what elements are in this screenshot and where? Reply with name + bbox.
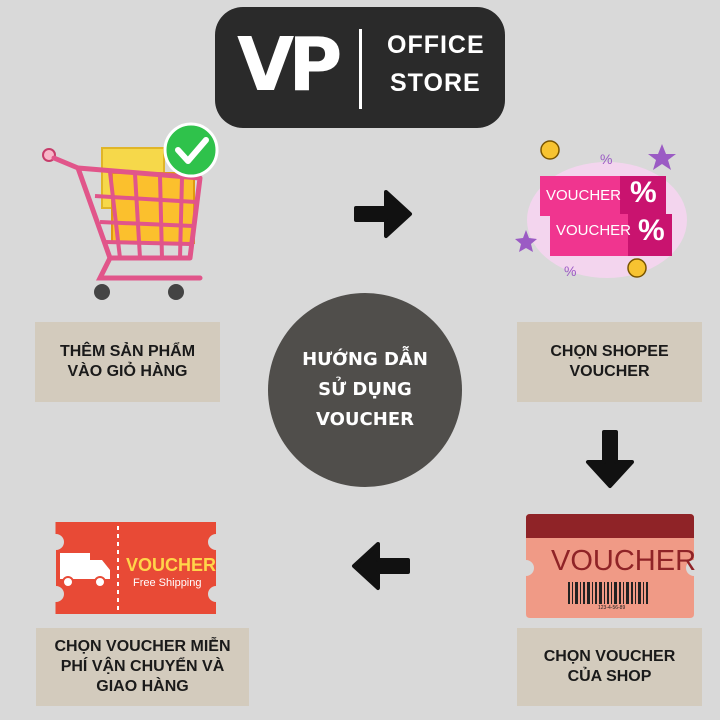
store-logo: VP OFFICE STORE [215, 7, 505, 128]
svg-text:%: % [600, 151, 612, 167]
barcode-number: 123-4-56-89 [598, 605, 626, 611]
logo-divider [359, 29, 362, 109]
guide-title-line-2: SỬ DỤNG [318, 379, 412, 400]
percent-symbol-1: % [630, 176, 657, 209]
logo-line-1: OFFICE [387, 31, 485, 59]
shopping-cart-icon [42, 122, 219, 300]
percent-symbol-2: % [638, 214, 665, 247]
step-3-label: CHỌN VOUCHER CỦA SHOP [517, 628, 702, 706]
guide-title-line-3: VOUCHER [316, 409, 414, 430]
arrow-left-icon [352, 542, 410, 590]
shop-voucher-text: VOUCHER [551, 545, 697, 577]
step-4-label: CHỌN VOUCHER MIỄN PHÍ VẬN CHUYỂN VÀ GIAO… [36, 628, 249, 706]
shopee-voucher-ticket-1: VOUCHER [546, 187, 622, 204]
free-ship-title: VOUCHER [126, 555, 217, 575]
step-2-label: CHỌN SHOPEE VOUCHER [517, 322, 702, 402]
arrow-right-icon [354, 190, 412, 238]
shopee-voucher-ticket-2: VOUCHER [556, 222, 632, 239]
guide-title-line-1: HƯỚNG DẪN [302, 349, 428, 370]
logo-line-2: STORE [390, 69, 481, 97]
step-1-label: THÊM SẢN PHẨM VÀO GIỎ HÀNG [35, 322, 220, 402]
logo-brand: VP [237, 22, 342, 108]
free-ship-subtitle: Free Shipping [133, 577, 202, 589]
shopee-voucher-icon: % % [515, 140, 687, 279]
free-shipping-voucher-icon [55, 522, 216, 614]
shop-voucher-ticket-icon [526, 514, 694, 618]
guide-title-circle: HƯỚNG DẪN SỬ DỤNG VOUCHER [268, 293, 462, 487]
arrow-down-icon [586, 430, 634, 488]
svg-text:%: % [564, 263, 576, 279]
